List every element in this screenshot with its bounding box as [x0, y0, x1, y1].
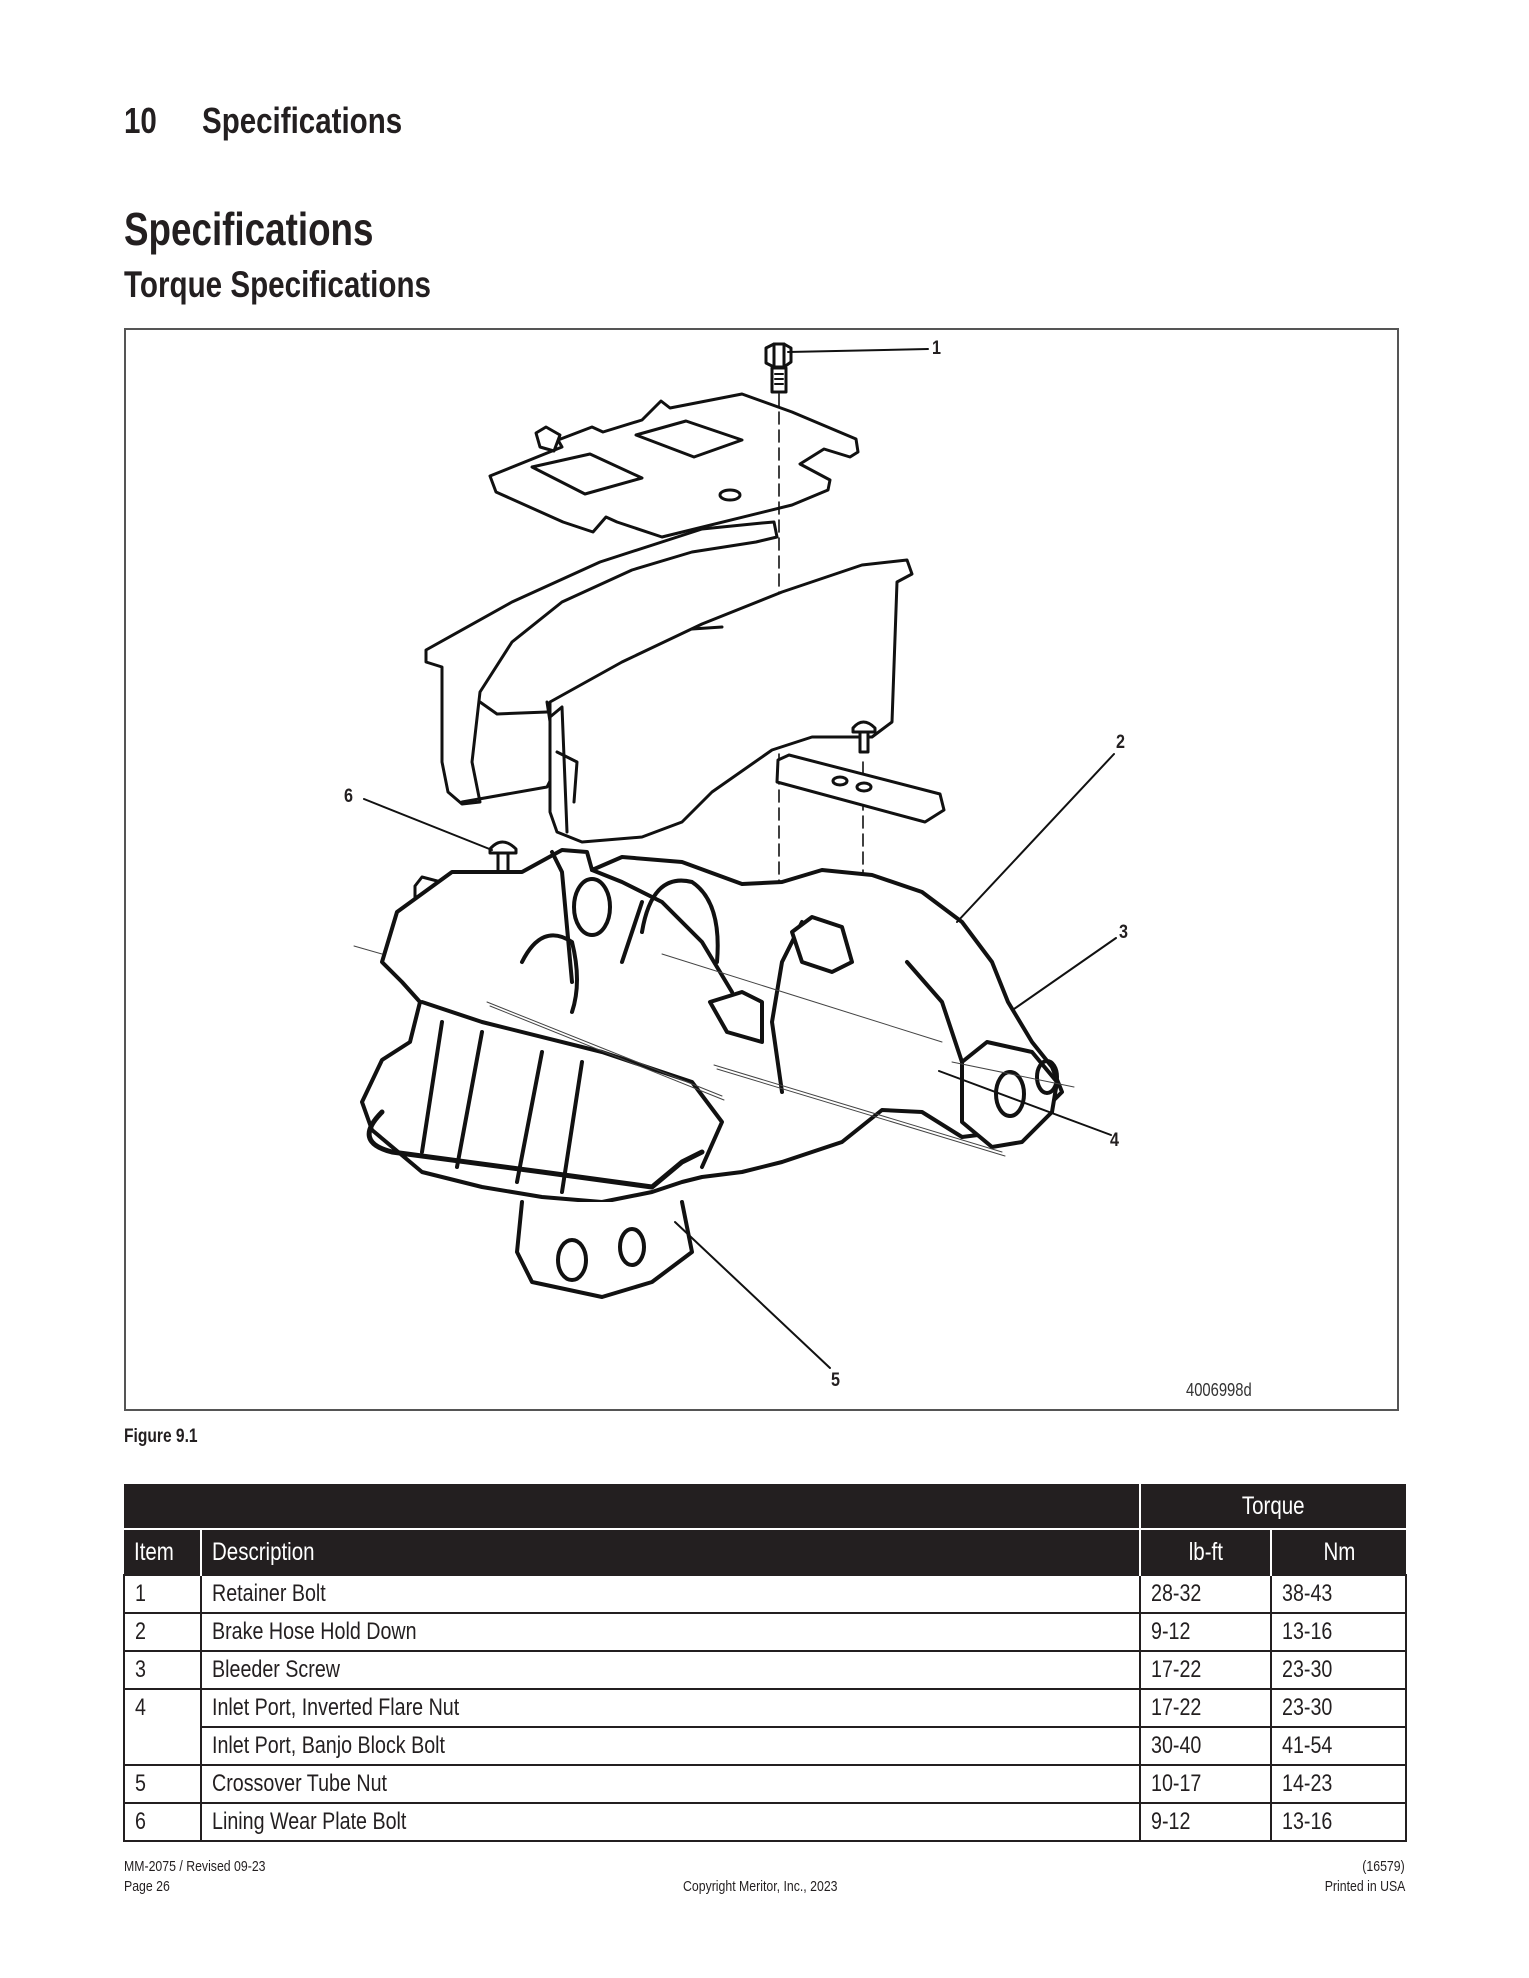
table-group-header-row: Torque [124, 1484, 1407, 1529]
column-header-item: Item [124, 1528, 201, 1575]
item-cell: 6 [123, 1802, 202, 1842]
table-row: 3 Bleeder Screw 17-22 23-30 [123, 1650, 1408, 1690]
table-row: 4 Inlet Port, Inverted Flare Nut 17-22 2… [123, 1688, 1408, 1766]
caliper-illustration [353, 342, 1117, 1369]
description-cell: Inlet Port, Banjo Block Bolt [200, 1726, 1141, 1766]
nm-cell: 14-23 [1269, 1764, 1408, 1804]
chapter-title: Specifications [202, 100, 446, 142]
torque-group-header: Torque [1138, 1484, 1407, 1529]
table-row: 2 Brake Hose Hold Down 9-12 13-16 [123, 1612, 1408, 1652]
item-cell: 3 [123, 1650, 202, 1690]
description-cell: Retainer Bolt [200, 1574, 1141, 1614]
lbft-cell: 9-12 [1139, 1802, 1272, 1842]
description-cell: Crossover Tube Nut [200, 1764, 1141, 1804]
lbft-cell: 17-22 [1139, 1650, 1272, 1690]
description-cell: Lining Wear Plate Bolt [200, 1802, 1141, 1842]
column-header-lbft: lb-ft [1139, 1528, 1271, 1575]
retainer-bolt-icon [764, 342, 793, 394]
description-cell: Inlet Port, Inverted Flare Nut [200, 1688, 1141, 1728]
callout-5: 5 [831, 1370, 840, 1391]
item-cell: 4 [123, 1688, 202, 1766]
footer-code: (16579) [1362, 1858, 1405, 1875]
footer-page-number: Page 26 [124, 1878, 170, 1895]
lbft-cell: 17-22 [1139, 1688, 1272, 1728]
brake-pad-icon [548, 558, 914, 844]
description-cell: Brake Hose Hold Down [200, 1612, 1141, 1652]
torque-table: Torque Item Description lb-ft Nm 1 Retai… [123, 1484, 1408, 1842]
callout-1: 1 [932, 338, 941, 359]
figure-caption: Figure 9.1 [124, 1426, 198, 1447]
caliper-body-icon [360, 848, 1064, 1299]
description-cell: Bleeder Screw [200, 1650, 1141, 1690]
table-column-header-row: Item Description lb-ft Nm [124, 1528, 1407, 1575]
chapter-title-text: Specifications [202, 100, 403, 141]
callout-4: 4 [1110, 1130, 1119, 1151]
lbft-cell: 30-40 [1139, 1726, 1272, 1766]
figure-id: 4006998d [1186, 1380, 1252, 1400]
lbft-cell: 28-32 [1139, 1574, 1272, 1614]
table-row: Inlet Port, Banjo Block Bolt 30-40 41-54 [124, 1726, 1408, 1766]
nm-cell: 23-30 [1269, 1688, 1408, 1728]
footer-doc-number: MM-2075 / Revised 09-23 [124, 1858, 266, 1875]
table-header-blank [124, 1484, 1140, 1529]
section-title-text: Specifications [124, 203, 374, 255]
table-row: 1 Retainer Bolt 28-32 38-43 [123, 1574, 1408, 1614]
nm-cell: 41-54 [1269, 1726, 1408, 1766]
item-cell: 5 [123, 1764, 202, 1804]
column-header-nm: Nm [1269, 1528, 1407, 1575]
table-row: 5 Crossover Tube Nut 10-17 14-23 [123, 1764, 1408, 1804]
section-title: Specifications [124, 202, 436, 256]
hold-down-plate-icon [775, 720, 946, 824]
chapter-number-text: 10 [124, 100, 157, 141]
retainer-plate-icon [488, 392, 860, 539]
item-cell: 1 [123, 1574, 202, 1614]
chapter-number: 10 [124, 100, 164, 142]
column-header-description: Description [200, 1528, 1140, 1575]
callout-3: 3 [1119, 922, 1128, 943]
nm-cell: 38-43 [1269, 1574, 1408, 1614]
footer-printed: Printed in USA [1324, 1878, 1405, 1895]
table-row: 6 Lining Wear Plate Bolt 9-12 13-16 [123, 1802, 1408, 1842]
item-cell: 2 [123, 1612, 202, 1652]
callout-2: 2 [1116, 732, 1125, 753]
subsection-title: Torque Specifications [124, 264, 508, 306]
centerlines [353, 945, 1075, 1157]
footer-copyright: Copyright Meritor, Inc., 2023 [683, 1878, 838, 1895]
leader-lines [363, 348, 1117, 1369]
callout-6: 6 [344, 786, 353, 807]
lbft-cell: 10-17 [1139, 1764, 1272, 1804]
lbft-cell: 9-12 [1139, 1612, 1272, 1652]
nm-cell: 23-30 [1269, 1650, 1408, 1690]
subsection-title-text: Torque Specifications [124, 264, 432, 305]
figure-frame: 1 2 3 4 5 6 4006998d [124, 328, 1399, 1411]
nm-cell: 13-16 [1269, 1612, 1408, 1652]
nm-cell: 13-16 [1269, 1802, 1408, 1842]
